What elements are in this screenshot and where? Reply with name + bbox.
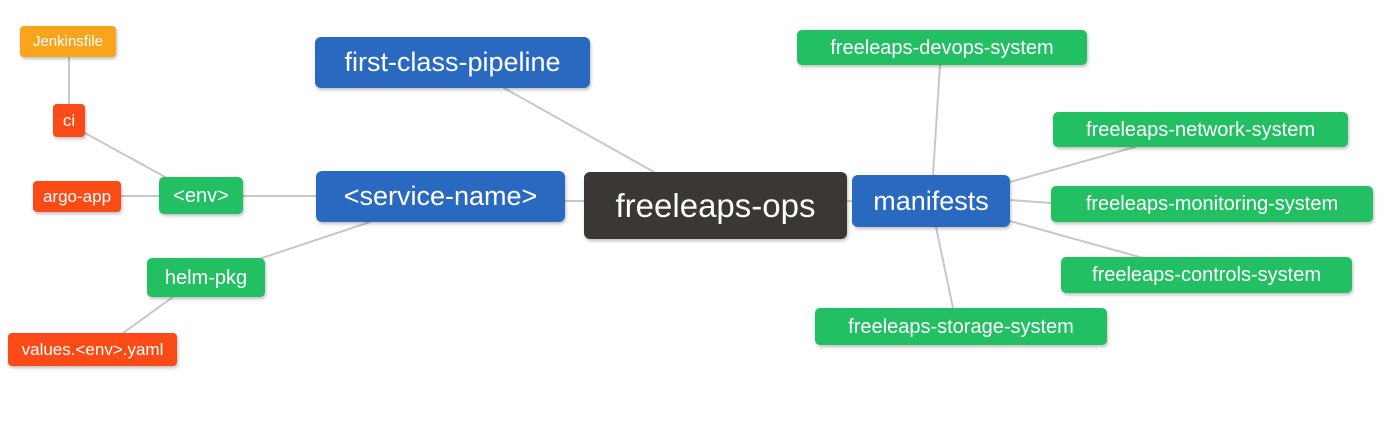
edge-ci-to-env	[84, 132, 168, 179]
edge-first-class-pipeline-to-freeleaps-ops	[503, 87, 655, 173]
node-label: first-class-pipeline	[344, 47, 561, 77]
node-freeleaps-devops-system[interactable]: freeleaps-devops-system	[797, 30, 1087, 65]
node-label: ci	[62, 111, 76, 130]
edge-manifests-to-freeleaps-monitoring-system	[1009, 199, 1052, 204]
node-label: values.<env>.yaml	[21, 340, 164, 359]
node-label: freeleaps-storage-system	[848, 315, 1074, 338]
node-freeleaps-ops[interactable]: freeleaps-ops	[584, 172, 847, 239]
node-label: freeleaps-network-system	[1086, 118, 1315, 141]
node-jenkinsfile[interactable]: Jenkinsfile	[20, 26, 116, 57]
node-values-env-yaml[interactable]: values.<env>.yaml	[8, 333, 177, 366]
node-label: <env>	[173, 184, 229, 207]
node-label: <service-name>	[343, 181, 538, 211]
node-freeleaps-monitoring-system[interactable]: freeleaps-monitoring-system	[1051, 186, 1373, 222]
edge-manifests-to-freeleaps-network-system	[1009, 146, 1136, 183]
node-first-class-pipeline[interactable]: first-class-pipeline	[315, 37, 590, 88]
node-env[interactable]: <env>	[159, 177, 243, 214]
edge-manifests-to-freeleaps-storage-system	[935, 226, 954, 309]
node-manifests[interactable]: manifests	[852, 175, 1010, 227]
node-ci[interactable]: ci	[53, 104, 85, 137]
edge-helm-pkg-to-values-env-yaml	[122, 296, 174, 334]
node-label: freeleaps-devops-system	[830, 36, 1054, 59]
node-label: freeleaps-ops	[615, 187, 816, 224]
node-service-name[interactable]: <service-name>	[316, 171, 565, 222]
node-label: argo-app	[42, 187, 112, 206]
node-label: helm-pkg	[164, 266, 248, 289]
node-freeleaps-storage-system[interactable]: freeleaps-storage-system	[815, 308, 1107, 345]
node-label: freeleaps-monitoring-system	[1085, 193, 1339, 215]
edge-manifests-to-freeleaps-controls-system	[1009, 220, 1144, 259]
node-freeleaps-network-system[interactable]: freeleaps-network-system	[1053, 112, 1348, 147]
node-label: freeleaps-controls-system	[1092, 264, 1321, 286]
node-helm-pkg[interactable]: helm-pkg	[147, 258, 265, 297]
node-freeleaps-controls-system[interactable]: freeleaps-controls-system	[1061, 257, 1352, 293]
node-label: manifests	[873, 185, 989, 216]
node-argo-app[interactable]: argo-app	[33, 181, 121, 212]
edge-service-name-to-helm-pkg	[261, 221, 371, 259]
edge-manifests-to-freeleaps-devops-system	[932, 64, 941, 176]
node-label: Jenkinsfile	[32, 33, 104, 50]
